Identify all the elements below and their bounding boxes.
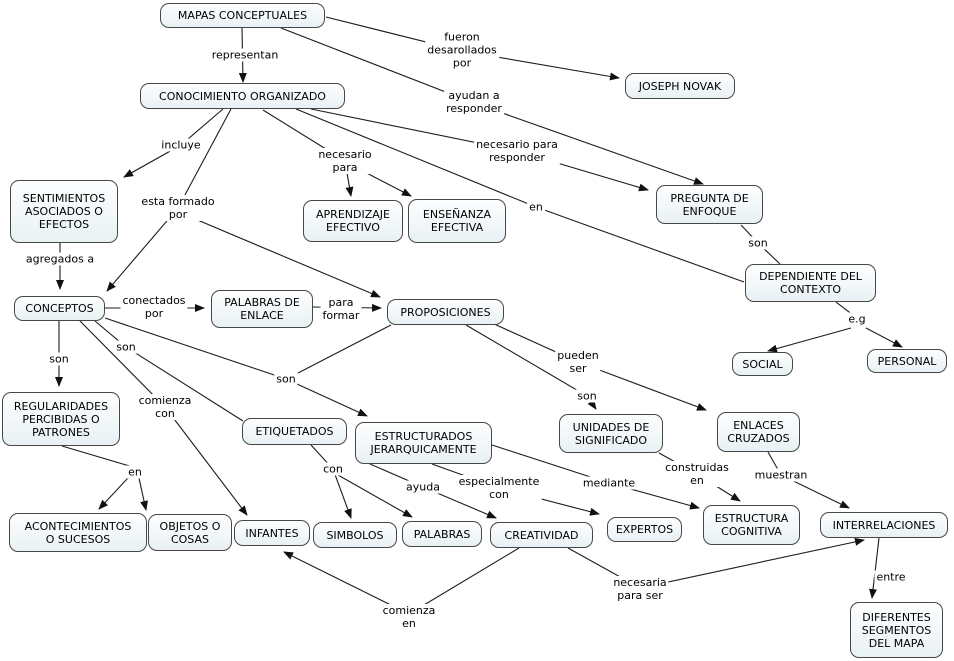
concept-node-diferentes-segmentos-del-mapa[interactable]: DIFERENTES SEGMENTOS DEL MAPA (850, 602, 943, 658)
linking-phrase-incluye[interactable]: incluye (159, 138, 203, 152)
concept-node-acontecimientos-o-sucesos[interactable]: ACONTECIMIENTOS O SUCESOS (9, 513, 147, 552)
edge-son-estructurados-b (297, 324, 392, 374)
linking-phrase-mediante[interactable]: mediante (580, 476, 638, 490)
linking-phrase-fueron-desarollados-por[interactable]: fueron desarollados por (425, 30, 499, 70)
concept-node-estructura-cognitiva[interactable]: ESTRUCTURA COGNITIVA (703, 505, 800, 545)
edge-entre (869, 537, 880, 599)
edge-con-palabras (337, 474, 413, 518)
linking-phrase-necesaria-para-ser[interactable]: necesaria para ser (611, 576, 669, 602)
linking-phrase-construidas-en[interactable]: construidas en (663, 461, 731, 487)
linking-phrase-en-contexto[interactable]: en (527, 200, 545, 214)
concept-node-mapas-conceptuales[interactable]: MAPAS CONCEPTUALES (160, 3, 325, 28)
concept-node-personal[interactable]: PERSONAL (867, 349, 947, 373)
concept-node-sentimientos-asociados-o-efectos[interactable]: SENTIMIENTOS ASOCIADOS O EFECTOS (10, 180, 118, 243)
edge-en-acontecimientos (98, 477, 129, 510)
linking-phrase-en-regularidades[interactable]: en (126, 465, 144, 479)
edge-con-simbolos (310, 444, 352, 519)
linking-phrase-necesario-para[interactable]: necesario para (316, 148, 374, 174)
concept-node-conocimiento-organizado[interactable]: CONOCIMIENTO ORGANIZADO (140, 83, 345, 109)
linking-phrase-con[interactable]: con (321, 462, 345, 476)
linking-phrase-comienza-con[interactable]: comienza con (136, 394, 194, 420)
linking-phrase-son-unidades[interactable]: son (575, 389, 599, 403)
linking-phrase-representan[interactable]: representan (209, 48, 281, 62)
concept-node-ensenanza-efectiva[interactable]: ENSEÑANZA EFECTIVA (408, 199, 506, 243)
linking-phrase-esta-formado-por[interactable]: esta formado por (139, 195, 217, 221)
edge-en-objetos (138, 477, 148, 511)
linking-phrase-ayudan-a-responder[interactable]: ayudan a responder (444, 89, 504, 115)
concept-node-enlaces-cruzados[interactable]: ENLACES CRUZADOS (717, 412, 800, 452)
linking-phrase-comienza-en[interactable]: comienza en (380, 604, 438, 630)
linking-phrase-pueden-ser[interactable]: pueden ser (555, 349, 601, 375)
linking-phrase-son-estructurados[interactable]: son (274, 372, 298, 386)
concept-node-estructurados-jerarquicamente[interactable]: ESTRUCTURADOS JERARQUICAMENTE (355, 422, 492, 464)
concept-node-regularidades-percibidas-o-patrones[interactable]: REGULARIDADES PERCIBIDAS O PATRONES (2, 392, 120, 446)
concept-node-aprendizaje-efectivo[interactable]: APRENDIZAJE EFECTIVO (303, 200, 403, 242)
concept-node-infantes[interactable]: INFANTES (234, 520, 310, 546)
concept-node-objetos-o-cosas[interactable]: OBJETOS O COSAS (148, 514, 232, 551)
linking-phrase-agregados-a[interactable]: agregados a (23, 252, 97, 266)
linking-phrase-son-regularidades[interactable]: son (47, 352, 71, 366)
concept-node-creatividad[interactable]: CREATIVIDAD (490, 522, 593, 548)
concept-node-unidades-de-significado[interactable]: UNIDADES DE SIGNIFICADO (559, 414, 663, 453)
concept-node-social[interactable]: SOCIAL (732, 352, 793, 376)
linking-phrase-son-etiquetados[interactable]: son (114, 340, 138, 354)
linking-phrase-entre[interactable]: entre (874, 570, 908, 584)
concept-node-palabras[interactable]: PALABRAS (402, 521, 482, 547)
linking-phrase-eg[interactable]: e.g (846, 312, 868, 326)
concept-node-etiquetados[interactable]: ETIQUETADOS (242, 418, 347, 445)
edge-son-estructurados-a (104, 317, 287, 380)
linking-phrase-muestran[interactable]: muestran (752, 468, 810, 482)
edge-esta-formado-por-2 (187, 215, 381, 298)
linking-phrase-son-contexto[interactable]: son (746, 236, 770, 250)
edge-en-regularidades-main (61, 445, 134, 468)
concept-node-joseph-novak[interactable]: JOSEPH NOVAK (625, 73, 735, 99)
linking-phrase-necesario-para-responder[interactable]: necesario para responder (474, 138, 560, 164)
concept-node-interrelaciones[interactable]: INTERRELACIONES (820, 512, 948, 538)
concept-node-palabras-de-enlace[interactable]: PALABRAS DE ENLACE (211, 290, 313, 328)
concept-node-conceptos[interactable]: CONCEPTOS (14, 296, 105, 321)
linking-phrase-ayuda[interactable]: ayuda (404, 480, 442, 494)
concept-node-expertos[interactable]: EXPERTOS (607, 517, 682, 542)
concept-node-pregunta-de-enfoque[interactable]: PREGUNTA DE ENFOQUE (656, 185, 763, 224)
concept-node-simbolos[interactable]: SIMBOLOS (313, 522, 397, 548)
concept-node-proposiciones[interactable]: PROPOSICIONES (387, 299, 504, 325)
linking-phrase-especialmente-con[interactable]: especialmente con (456, 475, 542, 501)
edge-eg-social (767, 327, 852, 353)
linking-phrase-conectados-por[interactable]: conectados por (120, 294, 188, 320)
concept-node-dependiente-del-contexto[interactable]: DEPENDIENTE DEL CONTEXTO (745, 264, 876, 302)
edge-necesario-para-1 (345, 172, 354, 197)
edge-eg-personal (865, 327, 903, 348)
linking-phrase-para-formar[interactable]: para formar (320, 296, 362, 322)
edge-son-estructurados-c (285, 378, 368, 417)
